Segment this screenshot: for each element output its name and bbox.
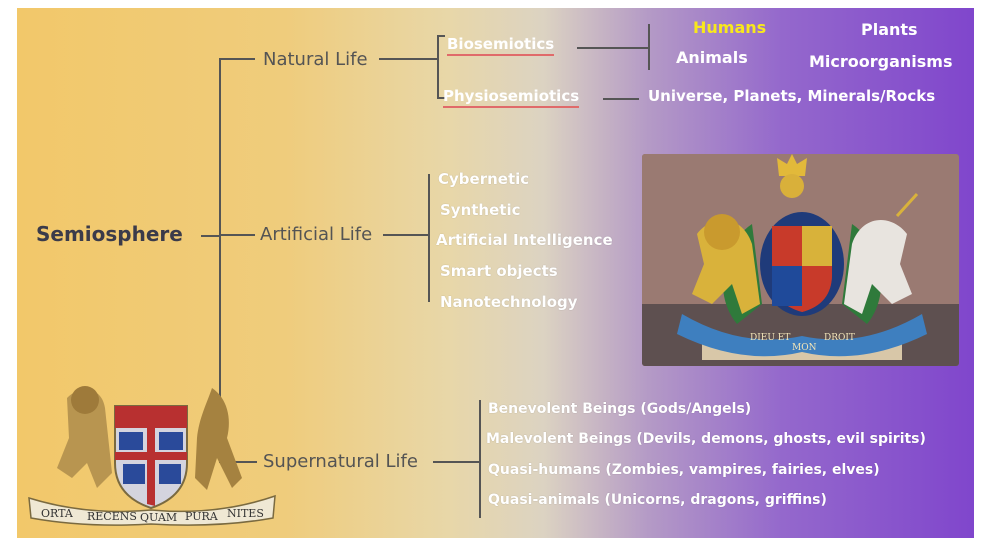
royal-coat-of-arms-photo: DIEU ET MON DROIT: [642, 154, 959, 366]
natural-link: [379, 58, 437, 60]
artificial-link: [383, 234, 428, 236]
bio-item-microorganisms: Microorganisms: [809, 52, 953, 71]
natural-bracket: [437, 35, 439, 99]
artificial-item: Artificial Intelligence: [436, 231, 613, 249]
biosemiotics-label: Biosemiotics: [447, 35, 554, 56]
svg-text:PURA: PURA: [185, 510, 219, 523]
svg-text:RECENS: RECENS: [87, 510, 137, 523]
physio-link: [603, 98, 639, 100]
bio-tick: [437, 35, 445, 37]
artificial-bracket: [428, 174, 430, 302]
university-crest-icon: ORTA RECENS QUAM PURA NITES: [27, 378, 277, 528]
artificial-connector: [219, 234, 255, 236]
physiosemiotics-label: Physiosemiotics: [443, 87, 579, 108]
artificial-life-label: Artificial Life: [260, 224, 372, 245]
royal-coat-of-arms-icon: DIEU ET MON DROIT: [642, 154, 959, 366]
artificial-item: Synthetic: [440, 201, 521, 219]
svg-text:QUAM: QUAM: [140, 511, 177, 524]
supernatural-item: Benevolent Beings (Gods/Angels): [488, 401, 751, 417]
root-node-label: Semiosphere: [36, 222, 183, 246]
bio-item-plants: Plants: [861, 20, 918, 39]
natural-life-label: Natural Life: [263, 49, 368, 70]
supernatural-bracket: [479, 400, 481, 518]
bio-bracket: [648, 24, 650, 70]
svg-text:ORTA: ORTA: [41, 507, 74, 520]
slide-background: Semiosphere Natural Life Biosemiotics Hu…: [17, 8, 974, 538]
supernatural-item: Quasi-animals (Unicorns, dragons, griffi…: [488, 492, 827, 508]
svg-text:DROIT: DROIT: [824, 333, 855, 343]
supernatural-link: [433, 461, 479, 463]
supernatural-life-label: Supernatural Life: [263, 451, 418, 472]
artificial-item: Smart objects: [440, 262, 558, 280]
svg-text:NITES: NITES: [227, 507, 264, 520]
root-connector: [201, 235, 219, 237]
artificial-item: Cybernetic: [438, 170, 529, 188]
natural-connector: [219, 58, 255, 60]
svg-text:DIEU ET: DIEU ET: [750, 333, 790, 343]
bio-item-animals: Animals: [676, 48, 748, 67]
bio-link: [577, 47, 648, 49]
bio-item-humans: Humans: [693, 18, 766, 37]
supernatural-item: Quasi-humans (Zombies, vampires, fairies…: [488, 462, 880, 478]
supernatural-item: Malevolent Beings (Devils, demons, ghost…: [486, 431, 926, 447]
svg-text:MON: MON: [792, 343, 817, 353]
artificial-item: Nanotechnology: [440, 293, 578, 311]
physio-items: Universe, Planets, Minerals/Rocks: [648, 87, 935, 105]
